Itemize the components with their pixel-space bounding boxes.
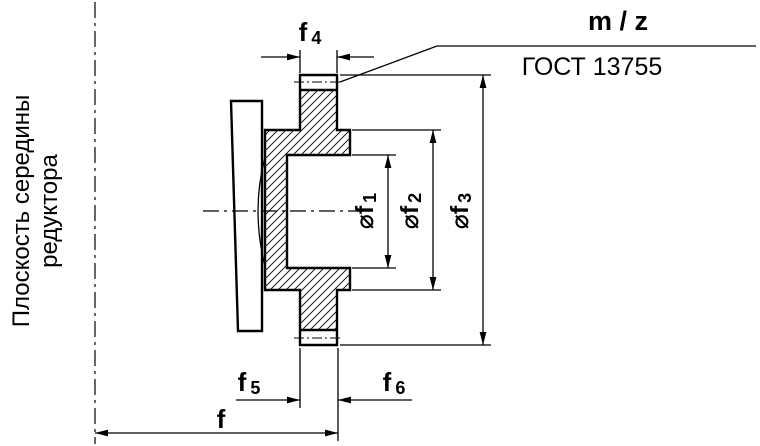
dimension-d3: ⌀f3 <box>340 74 491 346</box>
arrowhead <box>429 277 437 290</box>
dim-label-d3: ⌀f3 <box>446 193 475 229</box>
dim-label-d1: ⌀f1 <box>351 193 380 229</box>
arrowhead <box>429 130 437 143</box>
arrowhead <box>287 53 300 61</box>
gear-section-hatching <box>265 75 350 345</box>
arrowhead <box>479 75 487 88</box>
arrowhead <box>287 396 300 404</box>
dim-label-f: f <box>217 404 226 434</box>
dimension-d2: ⌀f2 <box>352 129 441 291</box>
arrowhead <box>325 429 338 437</box>
dim-label-d2: ⌀f2 <box>396 193 425 229</box>
plane-label-line1: Плоскость середины <box>8 95 35 328</box>
arrowhead <box>384 155 392 168</box>
arrowhead <box>338 396 351 404</box>
arrowhead <box>384 255 392 268</box>
arrowhead <box>95 429 108 437</box>
arrowhead <box>337 53 350 61</box>
module-teeth-label: m / z <box>588 6 648 36</box>
plane-label: Плоскость середины редуктора <box>8 95 63 328</box>
gear-teeth-callout: m / z ГОСТ 13755 <box>339 6 756 83</box>
dimension-d1: ⌀f1 <box>351 154 396 269</box>
arrowhead <box>479 332 487 345</box>
dimension-f: f <box>95 404 338 437</box>
leader-line <box>339 45 438 83</box>
plane-label-line2: редуктора <box>36 154 63 268</box>
shaft-end-curve <box>257 156 266 267</box>
gear-section-outline <box>263 73 352 347</box>
gost-standard-label: ГОСТ 13755 <box>522 53 663 81</box>
shaft-flange <box>229 99 264 333</box>
